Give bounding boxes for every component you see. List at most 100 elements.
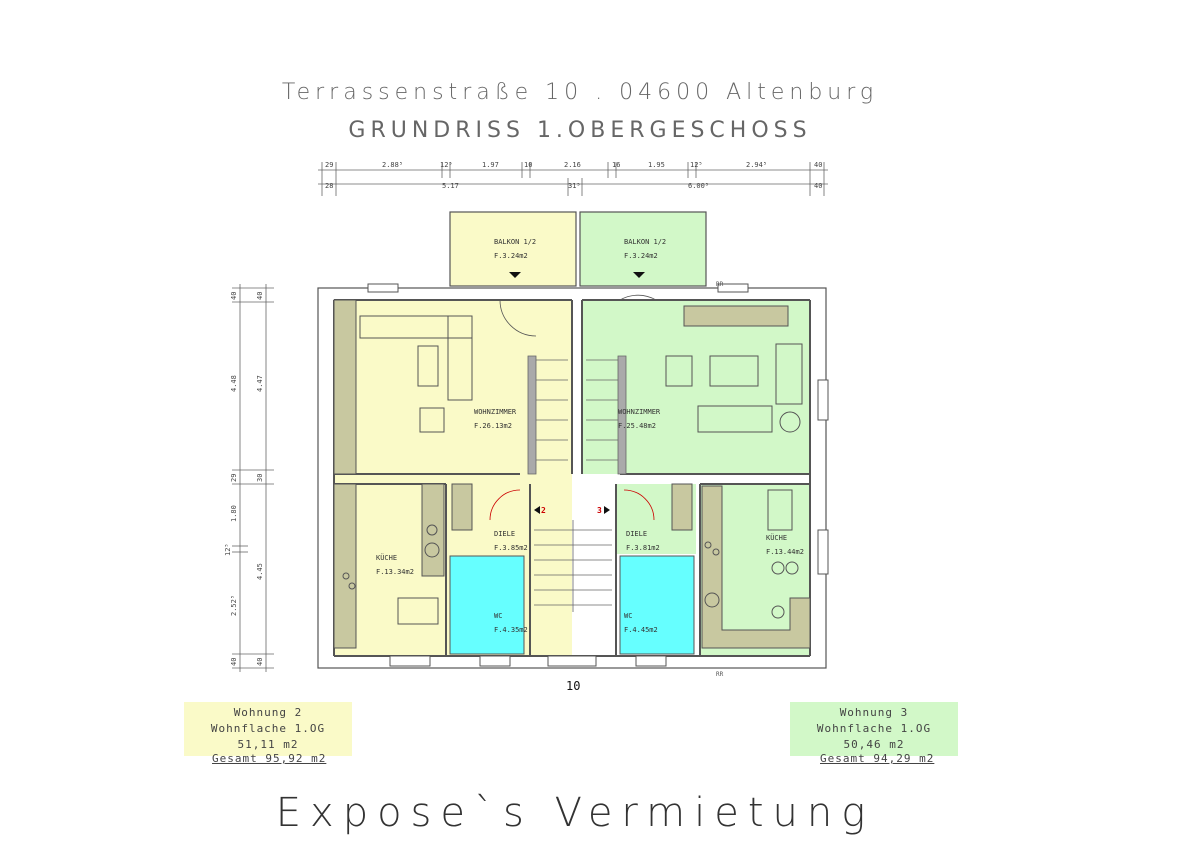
wardrobe-right	[671, 483, 693, 531]
dim-top-7: 16	[612, 161, 620, 169]
rr-marker-bottom: RR	[716, 671, 724, 678]
window-bottom-1	[389, 655, 431, 667]
table-round-right	[779, 411, 801, 433]
dim-inner-1: 40	[256, 292, 264, 300]
kitchen-counter-left-2	[421, 483, 445, 577]
dim-top-10: 2.94⁵	[746, 161, 767, 169]
dim-left-2: 4.48	[230, 375, 238, 392]
cabinet-left-living	[333, 299, 357, 475]
wc-left-area: F.4.35m2	[494, 626, 528, 634]
window-bottom-2	[479, 655, 511, 667]
dim-left-7: 40	[230, 658, 238, 666]
sofa-right	[697, 405, 773, 433]
wc-left	[449, 555, 525, 655]
kitchen-left-area: F.13.34m2	[376, 568, 414, 576]
dim-left-5: 12⁵	[224, 543, 232, 556]
dim-inner-5: 40	[256, 658, 264, 666]
dim-inner-4: 4.45	[256, 563, 264, 580]
wc-right-name: WC	[624, 612, 632, 620]
dim-top-1: 29	[325, 161, 333, 169]
kitchen-right-area: F.13.44m2	[766, 548, 804, 556]
door-marker-left: 2	[541, 506, 546, 515]
dim-top-2: 2.88⁵	[382, 161, 403, 169]
sofa-left-side	[447, 315, 473, 401]
hall-left-name: DIELE	[494, 530, 515, 538]
window-bottom-4	[635, 655, 667, 667]
balcony-left-area: F.3.24m2	[494, 252, 528, 260]
wc-right	[619, 555, 695, 655]
plan-title: GRUNDRISS 1.OBERGESCHOSS	[348, 118, 812, 143]
living-right-name: WOHNZIMMER	[618, 408, 661, 416]
dim-top-5: 10	[524, 161, 532, 169]
wc-left-name: WC	[494, 612, 502, 620]
wardrobe-left	[451, 483, 473, 531]
armchair-right	[665, 355, 693, 387]
entry-arrow-left	[509, 272, 521, 278]
dim-inner-3: 30	[256, 474, 264, 482]
dim-top-9: 12⁵	[690, 161, 703, 169]
house-number: 10	[566, 679, 580, 693]
living-right-area: F.25.48m2	[618, 422, 656, 430]
entry-arrow-right	[633, 272, 645, 278]
window-right-2	[817, 529, 829, 575]
balcony-right-name: BALKON 1/2	[624, 238, 666, 246]
living-left-area: F.26.13m2	[474, 422, 512, 430]
unit-left-area: Wohnflache 1.OG 51,11 m2	[210, 722, 326, 751]
unit-left-summary: Wohnung 2 Wohnflache 1.OG 51,11 m2	[184, 702, 352, 756]
coffee-table-left	[417, 345, 439, 387]
kitchen-left-name: KÜCHE	[376, 553, 397, 562]
door-marker-right: 3	[597, 506, 602, 515]
dim-top-6: 2.16	[564, 161, 581, 169]
staircase	[527, 355, 627, 612]
sofa-right-side	[775, 343, 803, 405]
unit-left-name: Wohnung 2	[233, 706, 303, 719]
dim-left-6: 2.52⁵	[230, 595, 238, 616]
footer-title: Expose`s Vermietung	[275, 790, 875, 836]
address-heading: Terrassenstraße 10 . 04600 Altenburg	[281, 80, 879, 105]
unit-right-area: Wohnflache 1.OG 50,46 m2	[816, 722, 932, 751]
kitchen-counter-left	[333, 483, 357, 649]
kitchen-counter-right	[701, 485, 811, 649]
dim-left-4: 1.80	[230, 505, 238, 522]
hall-right-name: DIELE	[626, 530, 647, 538]
dim-left-3: 29	[230, 474, 238, 482]
dim-inner-2: 4.47	[256, 375, 264, 392]
dim-top-11: 40	[814, 161, 822, 169]
dim-top-8: 1.95	[648, 161, 665, 169]
unit-left-total: Gesamt 95,92 m2	[212, 752, 327, 765]
rr-marker-top: RR	[716, 281, 724, 288]
unit-right-name: Wohnung 3	[839, 706, 909, 719]
dim-left-1: 40	[230, 292, 238, 300]
window-top-left	[367, 283, 399, 293]
door-arrow-right	[604, 506, 610, 514]
dim-top2-5: 40	[814, 182, 822, 190]
hall-right-area: F.3.81m2	[626, 544, 660, 552]
dim-top-4: 1.97	[482, 161, 499, 169]
window-right-1	[817, 379, 829, 421]
dim-top-3: 12⁵	[440, 161, 453, 169]
balcony-right	[579, 211, 707, 287]
sideboard-right	[683, 305, 789, 327]
dim-top2-4: 6.00⁵	[688, 182, 709, 190]
balcony-right-area: F.3.24m2	[624, 252, 658, 260]
balcony-left-name: BALKON 1/2	[494, 238, 536, 246]
dim-top2-3: 31⁵	[568, 182, 581, 190]
kitchen-right-name: KÜCHE	[766, 533, 787, 542]
door-arrow-left	[534, 506, 540, 514]
window-bottom-3	[547, 655, 597, 667]
living-left-name: WOHNZIMMER	[474, 408, 517, 416]
coffee-table-right	[709, 355, 759, 387]
hall-left-area: F.3.85m2	[494, 544, 528, 552]
dim-top2-1: 28	[325, 182, 333, 190]
armchair-left	[419, 407, 445, 433]
unit-right-summary: Wohnung 3 Wohnflache 1.OG 50,46 m2	[790, 702, 958, 756]
unit-right-total: Gesamt 94,29 m2	[820, 752, 935, 765]
dining-table-right	[767, 489, 793, 531]
window-top-right	[717, 283, 749, 293]
dimension-chain-top	[318, 162, 828, 196]
dimension-chain-left	[232, 284, 274, 672]
wc-right-area: F.4.45m2	[624, 626, 658, 634]
dining-table-left	[397, 597, 439, 625]
dim-top2-2: 5.17	[442, 182, 459, 190]
